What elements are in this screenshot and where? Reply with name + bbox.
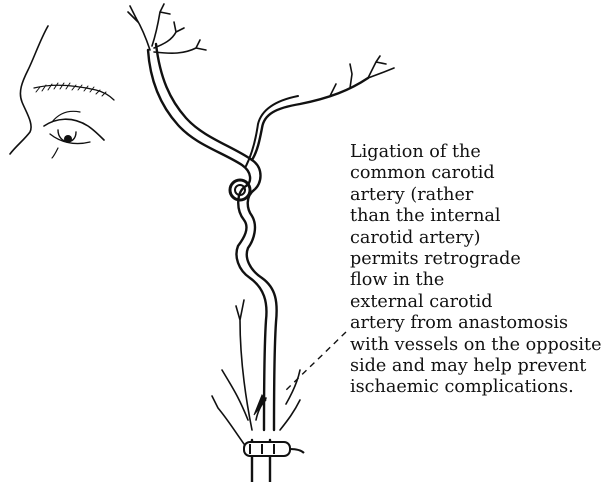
caption-line: with vessels on the opposite [350,335,610,356]
caption-line: carotid artery) [350,228,610,249]
caption-line: ischaemic complications. [350,377,610,398]
diagram-caption: Ligation of the common carotid artery (r… [350,142,610,399]
artery-coil [230,180,250,200]
caption-line: common carotid [350,163,610,184]
pupil [64,135,72,143]
caption-line: external carotid [350,292,610,313]
carotid-stump [252,395,270,482]
eye [34,83,114,158]
caption-line: permits retrograde [350,249,610,270]
caption-line: than the internal [350,206,610,227]
ligature-clamp [244,442,304,456]
leader-line [284,332,346,392]
caption-line: side and may help prevent [350,356,610,377]
caption-line: artery (rather [350,185,610,206]
internal-carotid-artery [148,44,368,430]
caption-line: flow in the [350,270,610,291]
caption-line: artery from anastomosis [350,313,610,334]
caption-line: Ligation of the [350,142,610,163]
